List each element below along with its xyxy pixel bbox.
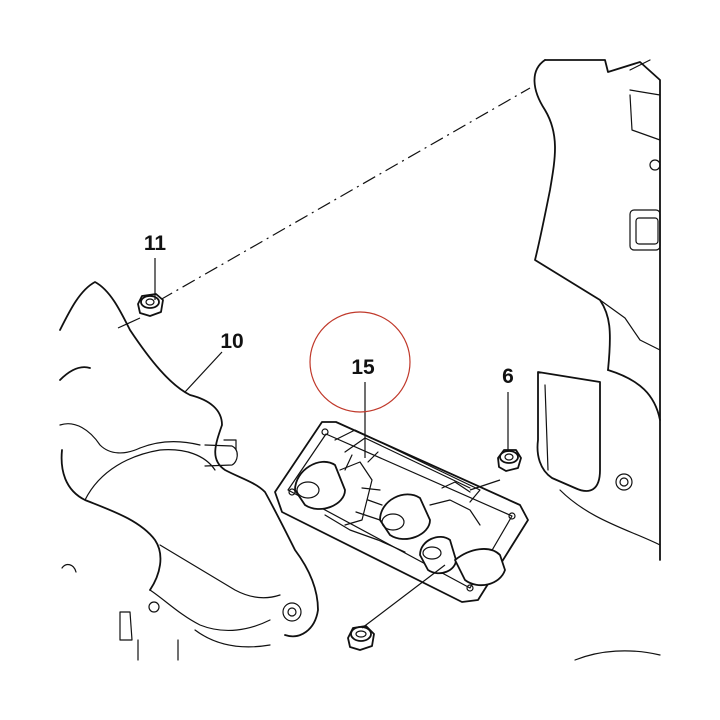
bracket-plate — [536, 371, 601, 492]
callout-label-15: 15 — [351, 356, 375, 379]
leader-lower-nut — [361, 564, 446, 629]
nut-lower — [347, 625, 375, 651]
leader-11-manifold — [117, 317, 141, 329]
leader-10 — [184, 351, 223, 393]
leader-15-nut — [469, 479, 501, 491]
callout-label-11: 11 — [144, 232, 167, 255]
callout-label-10: 10 — [220, 330, 243, 353]
nut-6 — [497, 449, 522, 472]
intake-manifold — [59, 281, 319, 661]
highlight-circle — [309, 311, 411, 413]
engine-block — [533, 59, 661, 661]
callout-label-6: 6 — [502, 365, 514, 388]
mounting-block-15 — [274, 421, 529, 603]
alignment-line — [159, 87, 531, 301]
nut-11 — [137, 293, 164, 317]
